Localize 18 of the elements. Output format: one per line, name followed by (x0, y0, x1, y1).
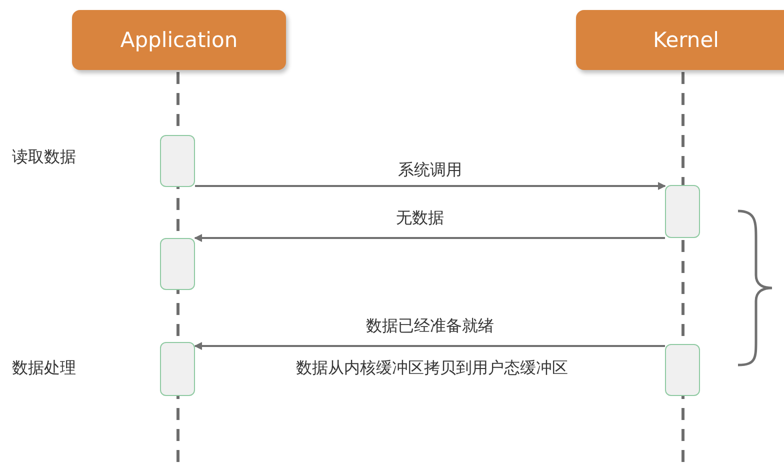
activation-box (160, 135, 195, 187)
participant-box (576, 10, 784, 70)
activation-box (160, 342, 195, 396)
note-text: 数据从内核缓冲区拷贝到用户态缓冲区 (296, 358, 568, 379)
participant-label: Kernel (653, 28, 719, 52)
edge-label: 数据已经准备就绪 (366, 316, 494, 337)
edge-label: 系统调用 (398, 160, 462, 181)
step-label: 数据处理 (12, 358, 76, 379)
activation-box (665, 344, 700, 396)
activation-box (160, 238, 195, 290)
participant-label: Application (120, 28, 238, 52)
message-arrow (195, 182, 666, 190)
step-label: 读取数据 (12, 147, 76, 168)
message-arrow (194, 342, 665, 350)
edge-label: 无数据 (396, 208, 444, 229)
message-arrow (194, 234, 665, 242)
participant-box (72, 10, 286, 70)
activation-box (665, 185, 700, 238)
